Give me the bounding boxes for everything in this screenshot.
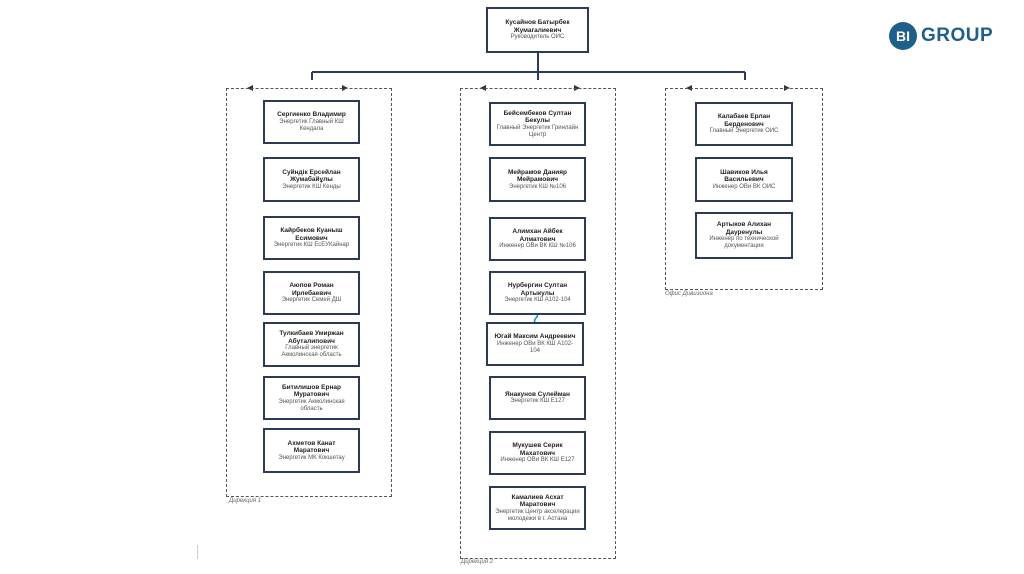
employee-role: Энергетик КШ ЕсЕУКайнар xyxy=(273,242,350,248)
group-label-2: Дирекция 2 xyxy=(461,559,494,565)
employee-role: Инженер ОВи ВК КШ №106 xyxy=(499,243,576,249)
employee-name: Калабаев Ерлан Берденович xyxy=(717,113,771,128)
employee-role: Энергетик КШ №106 xyxy=(509,183,566,190)
employee-name: Бейсембеков Султан Бекулы xyxy=(503,109,572,125)
employee-role: Энергетик Главный КШ Кендала xyxy=(279,118,344,132)
group-frame-2 xyxy=(460,88,616,559)
employee-role: Энергетик КШ Е127 xyxy=(510,398,565,405)
employee-node: Суйндік Ерсейлан Жумабайұлы Энергетик КШ… xyxy=(263,157,360,202)
employee-node: Янакунов Сулейман Энергетик КШ Е127 xyxy=(489,376,586,420)
employee-node: Югай Максим Андреевич Инженер ОВи ВК КШ … xyxy=(486,322,584,366)
employee-node: Кайрбеков Куаныш Есимович Энергетик КШ Е… xyxy=(263,216,360,260)
employee-name: Мукушев Серик Махатович xyxy=(512,442,563,457)
employee-name: Битилишов Ернар Муратович xyxy=(282,383,341,399)
employee-node: Мейрамов Данияр Мейрамович Энергетик КШ … xyxy=(489,157,586,202)
employee-name: Югай Максим Андреевич xyxy=(494,333,576,341)
employee-name: Ахметов Канат Маратович xyxy=(287,439,336,455)
employee-name: Артыков Алихан Дауренулы xyxy=(716,221,772,236)
employee-node: Нурбергин Султан Артыкулы Энергетик КШ А… xyxy=(489,271,586,315)
group-label-1: Дирекция 1 xyxy=(229,498,262,504)
employee-node: Битилишов Ернар Муратович Энергетик Акмо… xyxy=(263,376,360,420)
group-frame-3 xyxy=(665,88,823,290)
employee-name: Алимхан Айбек Алматович xyxy=(512,228,563,243)
employee-name: Кайрбеков Куаныш Есимович xyxy=(280,227,343,242)
employee-node: Тулкибаев Умиржан Абуталипович Главный э… xyxy=(263,322,360,367)
employee-name: Тулкибаев Умиржан Абуталипович xyxy=(279,330,344,345)
logo-text: GROUP xyxy=(921,25,994,46)
employee-node: Калабаев Ерлан Берденович Главный Энерге… xyxy=(695,102,793,146)
employee-node: Сергиенко Владимир Энергетик Главный КШ … xyxy=(263,100,360,144)
employee-role: Инженер по технической документации xyxy=(709,236,779,249)
employee-role: Энергетик Семей ДШ xyxy=(281,297,342,303)
group-label-3: Офис Дивизиона xyxy=(665,291,713,297)
employee-node: Аюпов Роман Ирлебаевич Энергетик Семей Д… xyxy=(263,271,360,315)
head-node: Кусайнов Батырбек Жумагалиевич Руководит… xyxy=(486,7,589,53)
divider-tick xyxy=(197,545,198,559)
employee-role: Энергетик Акмолинская область xyxy=(278,398,345,412)
employee-node: Алимхан Айбек Алматович Инженер ОВи ВК К… xyxy=(489,217,586,261)
employee-node: Артыков Алихан Дауренулы Инженер по техн… xyxy=(695,212,793,259)
employee-name: Аюпов Роман Ирлебаевич xyxy=(289,282,334,297)
employee-role: Главный энергетик Акмолинская область xyxy=(281,345,342,358)
employee-node: Камалиев Асхат Маратович Энергетик Центр… xyxy=(489,486,586,530)
employee-node: Бейсембеков Султан Бекулы Главный Энерге… xyxy=(489,102,586,146)
employee-node: Ахметов Канат Маратович Энергетик МК Кок… xyxy=(263,428,360,473)
employee-name: Янакунов Сулейман xyxy=(505,390,570,398)
logo-mark: BI xyxy=(889,22,917,50)
employee-name: Сергиенко Владимир xyxy=(277,111,346,119)
employee-role: Главный Энергетик ОИС xyxy=(709,128,779,134)
employee-role: Инженер ОВи ВК ОИС xyxy=(712,183,776,190)
employee-role: Главный Энергетик Гринлайн Центр xyxy=(496,124,579,138)
employee-node: Шавиков Илья Васильевич Инженер ОВи ВК О… xyxy=(695,157,793,202)
employee-name: Мейрамов Данияр Мейрамович xyxy=(507,168,568,184)
employee-role: Инженер ОВи ВК КШ А102-104 xyxy=(496,340,574,354)
head-name: Кусайнов Батырбек Жумагалиевич xyxy=(505,19,570,34)
employee-name: Камалиев Асхат Маратович xyxy=(511,493,564,509)
employee-node: Мукушев Серик Махатович Инженер ОВи ВК К… xyxy=(489,431,586,475)
employee-role: Энергетик КШ А102-104 xyxy=(504,297,571,303)
group-frame-1 xyxy=(226,88,392,497)
employee-role: Энергетик КШ Кенды xyxy=(282,183,341,190)
head-role: Руководитель ОИС xyxy=(510,34,565,40)
employee-role: Энергетик Центр акселерации молодежи в г… xyxy=(495,508,580,522)
employee-name: Нурбергин Султан Артыкулы xyxy=(507,282,568,297)
employee-role: Инженер ОВи ВК КШ Е127 xyxy=(500,457,575,463)
company-logo: BI GROUP xyxy=(889,22,993,50)
employee-name: Суйндік Ерсейлан Жумабайұлы xyxy=(282,168,341,184)
employee-role: Энергетик МК Кокшетау xyxy=(278,454,345,461)
employee-name: Шавиков Илья Васильевич xyxy=(720,168,768,184)
